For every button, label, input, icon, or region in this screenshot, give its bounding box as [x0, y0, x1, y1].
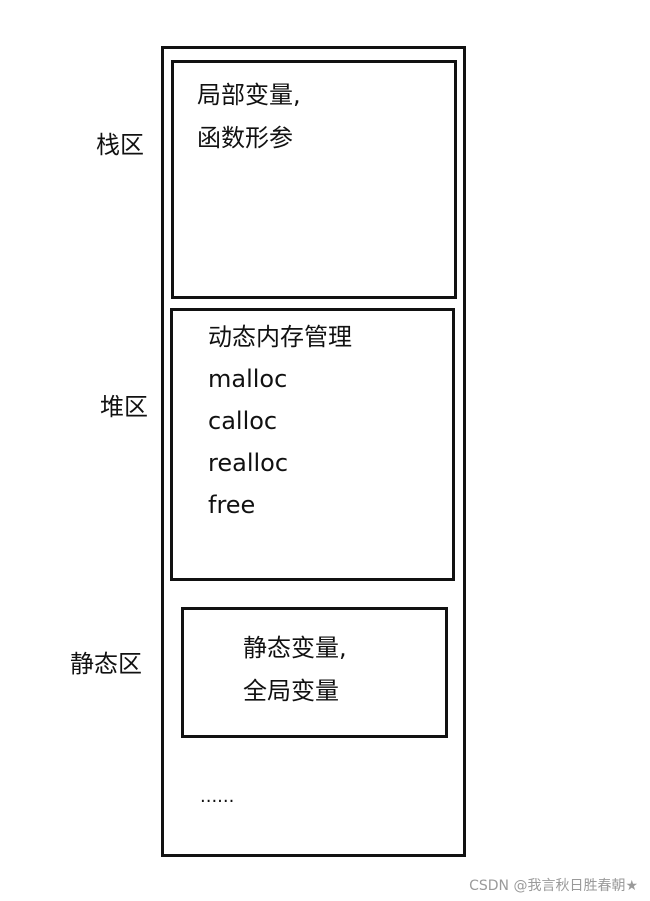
heap-region-contents: 动态内存管理 malloc calloc realloc free: [208, 320, 352, 530]
heap-item-realloc: realloc: [208, 449, 289, 477]
more-regions-ellipsis: ......: [200, 786, 235, 807]
static-region-label: 静态区: [70, 650, 142, 678]
stack-item-local-variables: 局部变量,: [197, 81, 301, 109]
csdn-watermark: CSDN @我言秋日胜春朝★: [469, 878, 638, 894]
heap-item-dynamic-memory-management: 动态内存管理: [208, 323, 352, 351]
heap-region-box: [170, 308, 455, 581]
static-item-static-variables: 静态变量,: [243, 634, 347, 662]
stack-region-box: [171, 60, 457, 299]
heap-item-calloc: calloc: [208, 407, 278, 435]
static-item-global-variables: 全局变量: [243, 677, 339, 705]
static-region-contents: 静态变量, 全局变量: [243, 631, 347, 717]
heap-region-label: 堆区: [100, 393, 148, 421]
stack-region-label: 栈区: [96, 131, 144, 159]
stack-region-contents: 局部变量, 函数形参: [197, 78, 301, 164]
static-region-box: [181, 607, 448, 738]
heap-item-malloc: malloc: [208, 365, 288, 393]
stack-item-function-parameters: 函数形参: [197, 124, 293, 152]
heap-item-free: free: [208, 491, 256, 519]
